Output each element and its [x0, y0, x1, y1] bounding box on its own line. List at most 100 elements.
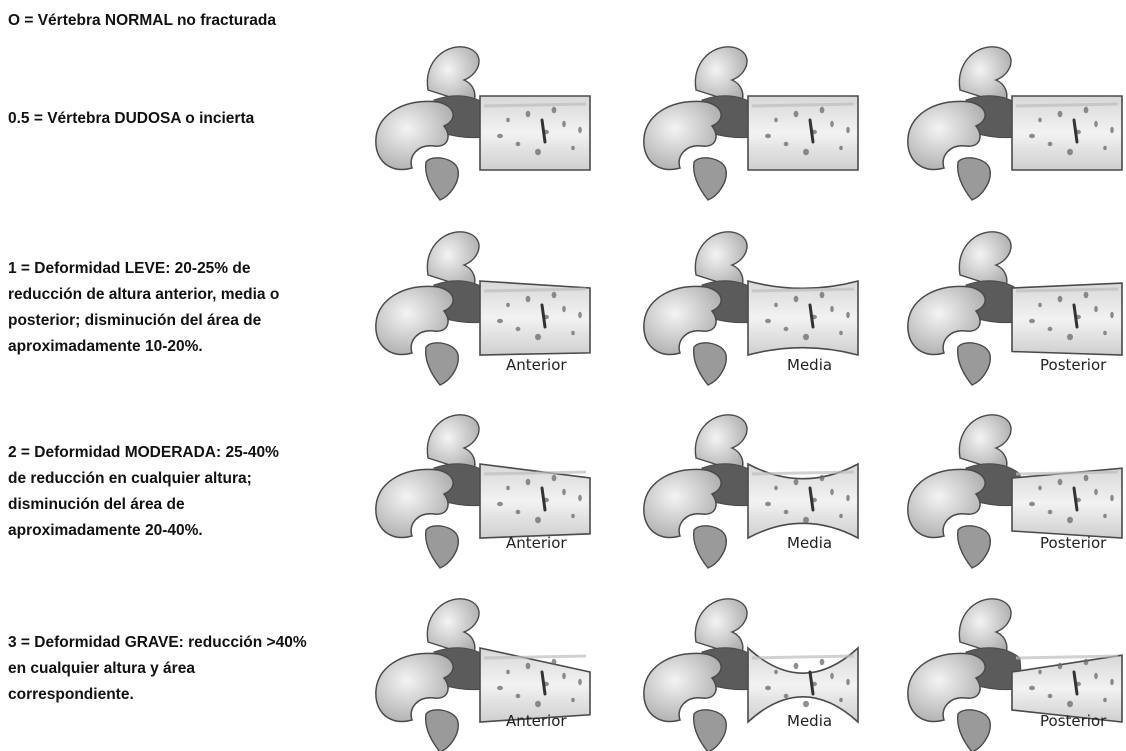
trabecular-dot	[1110, 679, 1114, 685]
trabecular-dot	[571, 331, 575, 335]
trabecular-dot	[846, 679, 850, 685]
trabecular-dot	[794, 111, 799, 117]
endplate-shade	[752, 472, 854, 474]
vertebra-0-media	[644, 47, 858, 200]
trabecular-dot	[497, 686, 503, 690]
trabecular-dot	[765, 319, 771, 323]
trabecular-dot	[578, 127, 582, 133]
label-anterior-row2: Anterior	[506, 534, 567, 552]
vertebral-body	[1012, 283, 1122, 355]
endplate-shade	[484, 656, 586, 658]
endplate-shade	[484, 289, 586, 291]
trabecular-dot	[1067, 334, 1073, 340]
label-anterior-row1: Anterior	[506, 356, 567, 374]
inferior-process	[958, 710, 991, 751]
trabecular-dot	[1084, 107, 1089, 113]
inferior-process	[426, 710, 459, 751]
label-media-row3: Media	[787, 712, 832, 730]
trabecular-dot	[846, 127, 850, 133]
inferior-process	[694, 158, 727, 200]
trabecular-dot	[1058, 111, 1063, 117]
trabecular-dot	[765, 686, 771, 690]
trabecular-dot	[578, 312, 582, 318]
trabecular-dot	[1103, 331, 1107, 335]
endplate-shade	[1016, 472, 1118, 474]
trabecular-dot	[497, 134, 503, 138]
trabecular-dot	[552, 292, 557, 298]
trabecular-dot	[571, 146, 575, 150]
trabecular-dot	[1067, 149, 1073, 155]
label-media-row1: Media	[787, 356, 832, 374]
label-media-row2: Media	[787, 534, 832, 552]
trabecular-dot	[1048, 327, 1053, 331]
endplate-shade	[1016, 289, 1118, 291]
trabecular-dot	[497, 502, 503, 506]
trabecular-dot	[803, 334, 809, 340]
trabecular-dot	[1058, 663, 1063, 669]
trabecular-dot	[803, 149, 809, 155]
trabecular-dot	[562, 673, 566, 679]
trabecular-dot	[794, 479, 799, 485]
trabecular-dot	[839, 698, 843, 702]
trabecular-dot	[578, 679, 582, 685]
trabecular-dot	[1048, 510, 1053, 514]
inferior-process	[426, 343, 459, 385]
trabecular-dot	[535, 149, 541, 155]
trabecular-dot	[1067, 701, 1073, 707]
trabecular-dot	[535, 334, 541, 340]
trabecular-dot	[526, 663, 531, 669]
trabecular-dot	[784, 327, 789, 331]
trabecular-dot	[1058, 296, 1063, 302]
trabecular-dot	[784, 694, 789, 698]
trabecular-dot	[1094, 306, 1098, 312]
inferior-process	[958, 343, 991, 385]
trabecular-dot	[571, 698, 575, 702]
trabecular-dot	[820, 292, 825, 298]
trabecular-dot	[839, 146, 843, 150]
trabecular-dot	[506, 118, 510, 122]
trabecular-dot	[516, 694, 521, 698]
trabecular-dot	[765, 134, 771, 138]
trabecular-dot	[1103, 146, 1107, 150]
trabecular-dot	[552, 659, 557, 665]
endplate-shade	[752, 104, 854, 106]
trabecular-dot	[1094, 121, 1098, 127]
trabecular-dot	[1067, 517, 1073, 523]
trabecular-dot	[571, 514, 575, 518]
trabecular-dot	[516, 142, 521, 146]
trabecular-dot	[1110, 127, 1114, 133]
trabecular-dot	[774, 118, 778, 122]
trabecular-dot	[830, 489, 834, 495]
trabecular-dot	[1029, 686, 1035, 690]
trabecular-dot	[1094, 673, 1098, 679]
vertebra-0-posterior	[908, 47, 1122, 200]
label-posterior-row2: Posterior	[1040, 534, 1106, 552]
trabecular-dot	[562, 121, 566, 127]
trabecular-dot	[1038, 118, 1042, 122]
trabecular-dot	[1029, 134, 1035, 138]
trabecular-dot	[535, 517, 541, 523]
vertebral-body	[1012, 468, 1122, 538]
inferior-process	[426, 526, 459, 568]
trabecular-dot	[552, 475, 557, 481]
trabecular-dot	[1103, 514, 1107, 518]
trabecular-dot	[578, 495, 582, 501]
vertebra-0-anterior	[376, 47, 590, 200]
trabecular-dot	[562, 306, 566, 312]
trabecular-dot	[774, 303, 778, 307]
inferior-process	[958, 526, 991, 568]
trabecular-dot	[1048, 694, 1053, 698]
trabecular-dot	[1048, 142, 1053, 146]
label-posterior-row1: Posterior	[1040, 356, 1106, 374]
inferior-process	[426, 158, 459, 200]
trabecular-dot	[846, 312, 850, 318]
label-posterior-row3: Posterior	[1040, 712, 1106, 730]
trabecular-dot	[1038, 486, 1042, 490]
trabecular-dot	[820, 475, 825, 481]
trabecular-dot	[820, 107, 825, 113]
trabecular-dot	[506, 486, 510, 490]
trabecular-dot	[803, 701, 809, 707]
trabecular-dot	[1029, 319, 1035, 323]
inferior-process	[694, 710, 727, 751]
